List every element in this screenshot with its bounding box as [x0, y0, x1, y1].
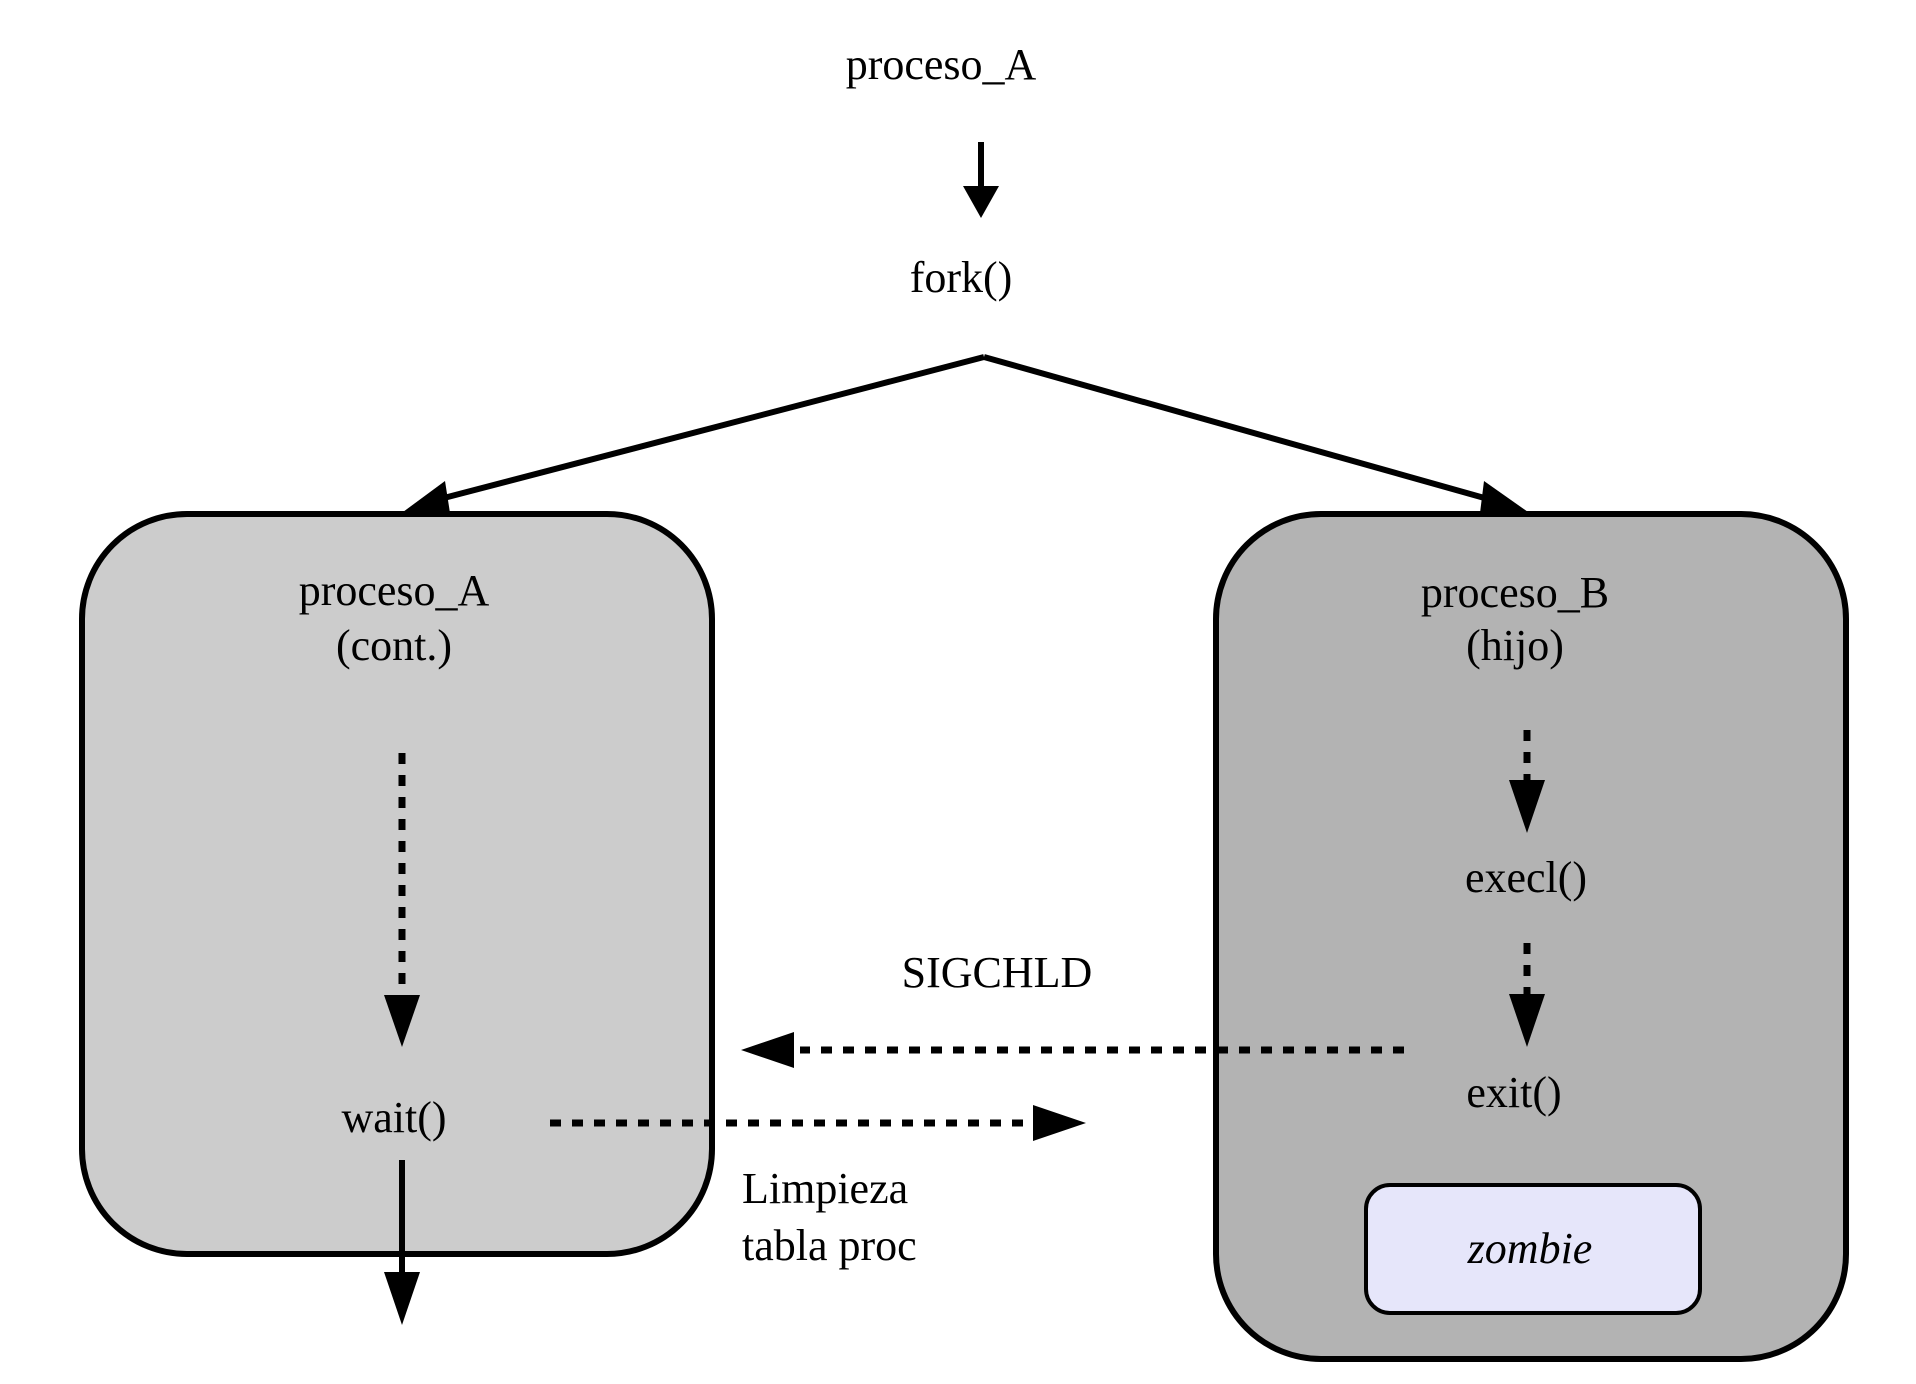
- arrowhead-icon: [1480, 481, 1528, 513]
- edge-cleanup: [550, 1105, 1086, 1141]
- fork-call-label: fork(): [910, 253, 1013, 302]
- arrowhead-icon: [1509, 994, 1545, 1047]
- edge-start-to-fork: [963, 142, 999, 218]
- parent-process-title: proceso_A: [299, 566, 490, 615]
- parent-process-subtitle: (cont.): [336, 621, 452, 670]
- cleanup-label-line1: Limpieza: [742, 1164, 908, 1213]
- child-process-box: [1213, 511, 1849, 1362]
- arrowhead-icon: [384, 1272, 420, 1325]
- exit-call-label: exit(): [1466, 1068, 1561, 1117]
- edge-parent-to-wait: [384, 753, 420, 1047]
- arrowhead-icon: [963, 186, 999, 218]
- arrowhead-icon: [403, 481, 450, 513]
- edge-wait-continue: [384, 1160, 420, 1325]
- edge-execl-to-exit: [1509, 943, 1545, 1047]
- execl-call-label: execl(): [1465, 853, 1587, 902]
- start-process-label: proceso_A: [846, 40, 1037, 89]
- parent-process-box: [79, 511, 715, 1257]
- arrowhead-icon: [1033, 1105, 1086, 1141]
- edge-fork-to-parent: [403, 354, 985, 513]
- arrowhead-icon: [741, 1032, 794, 1068]
- child-process-title: proceso_B: [1421, 568, 1609, 617]
- zombie-state-box: [1364, 1183, 1702, 1315]
- wait-call-label: wait(): [341, 1093, 446, 1142]
- zombie-label: zombie: [1467, 1224, 1593, 1273]
- edge-fork-to-child: [983, 354, 1528, 513]
- edge-child-to-execl: [1509, 730, 1545, 833]
- arrowhead-icon: [1509, 780, 1545, 833]
- arrowhead-icon: [384, 995, 420, 1047]
- sigchld-label: SIGCHLD: [902, 948, 1093, 997]
- cleanup-label-line2: tabla proc: [742, 1221, 917, 1270]
- child-process-subtitle: (hijo): [1466, 621, 1564, 670]
- edge-sigchld: [741, 1032, 1404, 1068]
